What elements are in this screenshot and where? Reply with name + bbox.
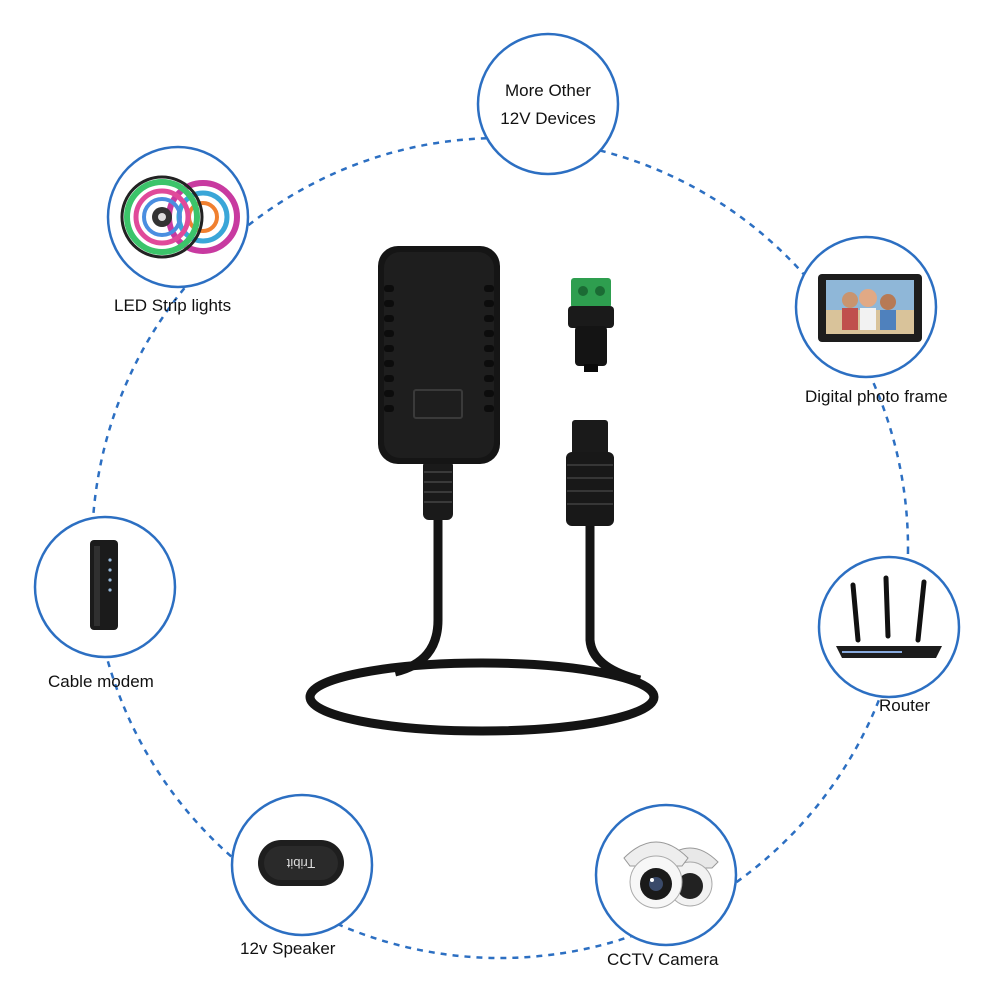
label-cable-modem: Cable modem — [48, 672, 154, 691]
label-more-devices-line1: More Other — [505, 81, 591, 100]
router-icon — [836, 575, 942, 658]
label-router: Router — [879, 696, 931, 715]
led-strip-icon — [120, 175, 240, 259]
label-photo-frame: Digital photo frame — [805, 387, 948, 406]
circle-more-devices — [476, 32, 620, 176]
photo-frame-icon — [818, 274, 922, 342]
dc-terminal-connector — [568, 278, 614, 372]
speaker-icon: Tribit — [258, 840, 344, 886]
cctv-camera-icon — [623, 841, 719, 909]
cable-coil — [305, 658, 659, 736]
cable-modem-icon — [90, 540, 118, 630]
label-cctv: CCTV Camera — [607, 950, 719, 969]
label-led-strip: LED Strip lights — [114, 296, 232, 315]
label-more-devices: More Other 12V Devices — [480, 77, 616, 133]
label-speaker: 12v Speaker — [240, 939, 336, 958]
power-adapter — [305, 246, 659, 736]
speaker-brand-text: Tribit — [286, 856, 315, 871]
label-more-devices-line2: 12V Devices — [500, 109, 596, 128]
